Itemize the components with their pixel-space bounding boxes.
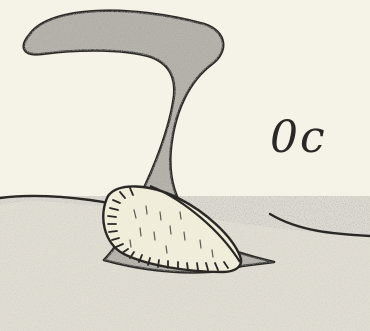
figure-label: 0c — [270, 116, 327, 160]
